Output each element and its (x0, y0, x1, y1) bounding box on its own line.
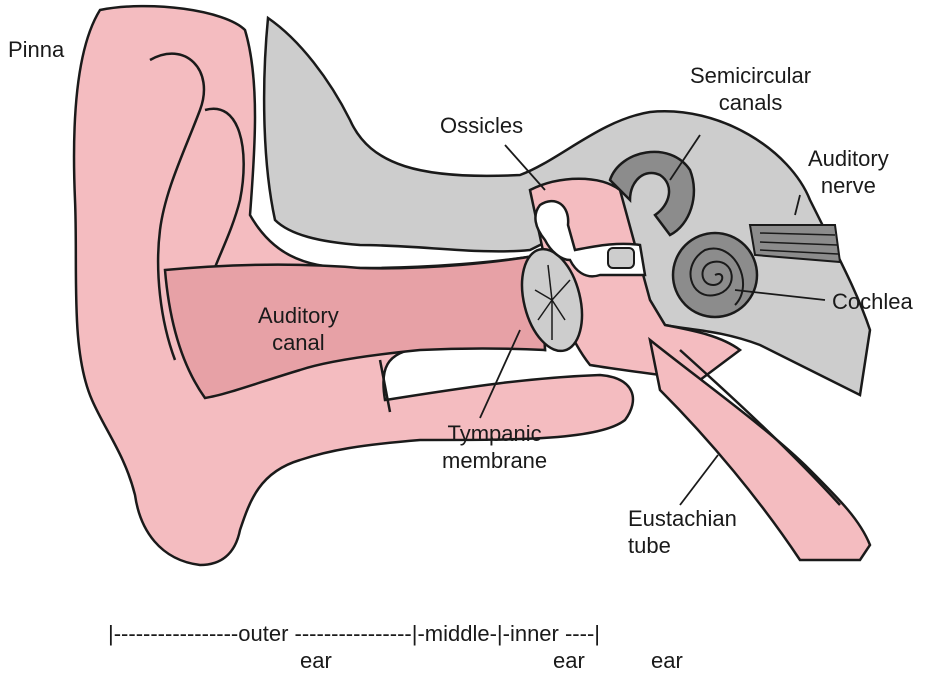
tympanic-line-1: Tympanic (442, 420, 547, 447)
auditory-nerve-label: Auditory nerve (808, 145, 889, 199)
outer-ear-label: ear (300, 647, 332, 674)
inner-ear-label: ear (651, 647, 683, 674)
middle-ear-label: ear (553, 647, 585, 674)
ossicles-text: Ossicles (440, 112, 523, 139)
auditory-canal-line-1: Auditory (258, 302, 339, 329)
eustachian-line-1: Eustachian (628, 505, 737, 532)
eustachian-tube-label: Eustachian tube (628, 505, 737, 559)
cochlea-text: Cochlea (832, 288, 913, 315)
eustachian-line-2: tube (628, 532, 737, 559)
tympanic-membrane-label: Tympanic membrane (442, 420, 547, 474)
cochlea-label: Cochlea (832, 288, 913, 315)
stapes-footplate (608, 248, 634, 268)
semicircular-line-1: Semicircular (690, 62, 811, 89)
ossicles-label: Ossicles (440, 112, 523, 139)
auditory-canal-line-2: canal (258, 329, 339, 356)
auditory-nerve-line-1: Auditory (808, 145, 889, 172)
pinna-label: Pinna (8, 36, 64, 63)
ear-region-scale: |-----------------outer ----------------… (108, 620, 600, 647)
auditory-nerve-line-2: nerve (808, 172, 889, 199)
auditory-canal-label: Auditory canal (258, 302, 339, 356)
pinna-text: Pinna (8, 36, 64, 63)
semicircular-line-2: canals (690, 89, 811, 116)
tympanic-line-2: membrane (442, 447, 547, 474)
semicircular-canals-label: Semicircular canals (690, 62, 811, 116)
